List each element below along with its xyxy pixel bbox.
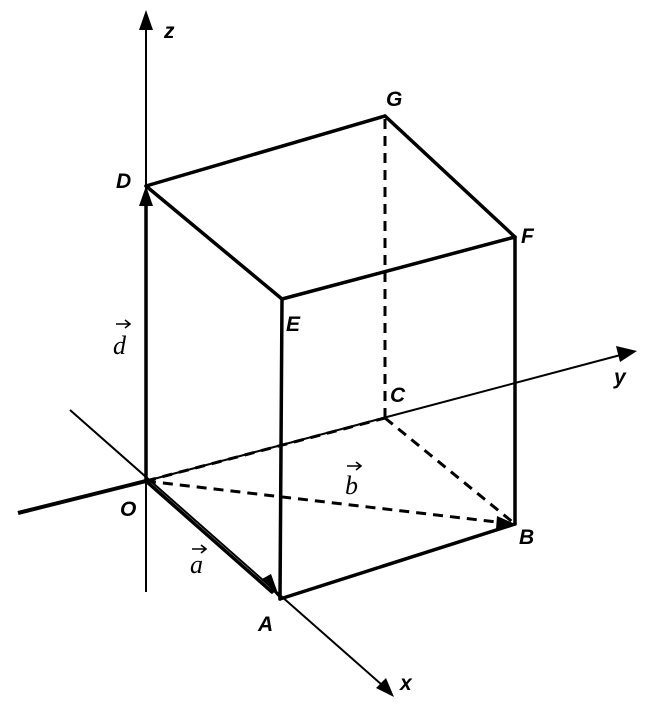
point-label-O: O [120,498,136,521]
x-axis-arrow [376,678,394,697]
vector-b-line [145,479,506,525]
axis-label-y: y [613,366,627,389]
vector-label-a: a [190,544,208,579]
edge-GF [383,114,517,239]
point-label-A: A [257,613,273,636]
point-label-E: E [286,313,301,336]
point-label-F: F [521,225,535,248]
svg-text:a: a [190,550,203,579]
z-axis-arrow [139,10,153,30]
edge-OA [144,479,274,594]
point-label-B: B [519,526,534,549]
edge-AB [278,522,517,601]
point-label-D: D [116,170,131,193]
x-axis [69,409,391,693]
edge-DG [144,114,387,188]
vector-label-d: d [113,319,132,360]
vector-b-arrowhead [496,516,515,529]
edge-AE [278,297,284,601]
axis-label-x: x [399,672,413,695]
edge-EF [280,235,517,301]
over-arrow-icon [116,319,132,329]
edge-DE [144,184,284,301]
y-axis [145,352,629,482]
edge-OC [145,416,386,483]
point-label-C: C [390,384,406,407]
over-arrow-icon [347,461,363,471]
vector-d-arrowhead [139,186,153,206]
vector-label-b: b [345,461,363,500]
vector-a-arrowhead [262,574,280,599]
y-axis-back [17,479,147,515]
edge-CB [384,416,516,526]
y-axis-arrow [616,346,637,362]
axis-label-z: z [163,20,175,43]
point-label-G: G [386,88,402,111]
svg-text:d: d [113,331,127,360]
svg-text:b: b [345,471,358,500]
over-arrow-icon [192,544,208,554]
